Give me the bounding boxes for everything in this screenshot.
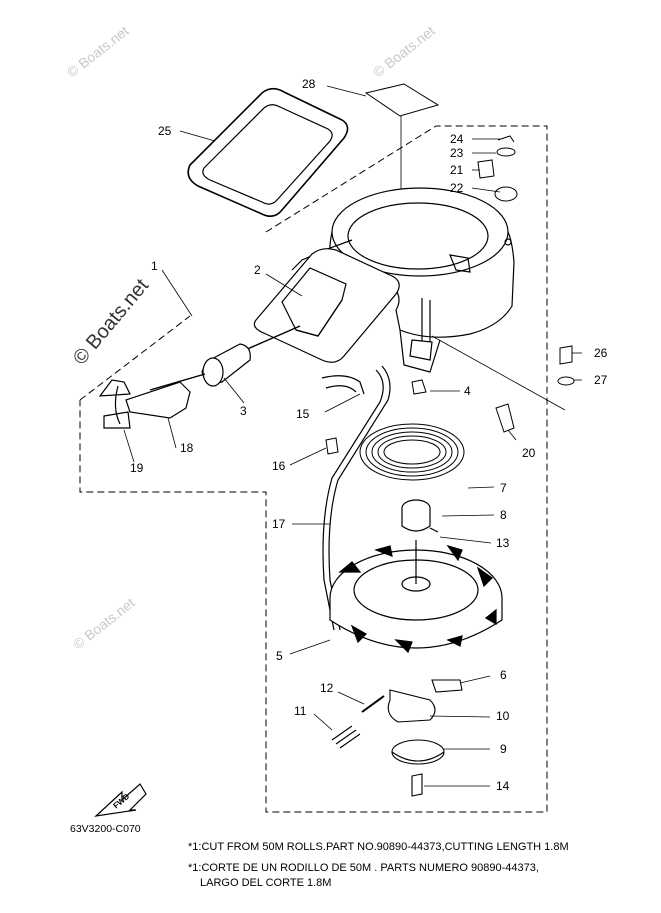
note-line-3: LARGO DEL CORTE 1.8M xyxy=(200,877,332,889)
watermark-large: © Boats.net xyxy=(69,274,153,369)
part-21 xyxy=(477,159,495,179)
sheave-drum-5 xyxy=(329,540,503,654)
spring-11 xyxy=(331,725,361,749)
rope-handle-assembly xyxy=(98,325,301,429)
starter-case xyxy=(291,187,515,373)
callout-21: 21 xyxy=(450,163,464,177)
nut-4 xyxy=(411,379,427,395)
spiral-spring-7 xyxy=(359,423,465,481)
pawl-6 xyxy=(431,679,463,693)
callout-3: 3 xyxy=(240,404,247,418)
callout-6: 6 xyxy=(500,668,507,682)
watermark-top-right: © Boats.net xyxy=(370,23,438,81)
callout-10: 10 xyxy=(496,709,510,723)
note-line-1: *1:CUT FROM 50M ROLLS.PART NO.90890-4437… xyxy=(188,841,569,853)
fwd-arrow: FWD xyxy=(94,783,147,817)
washer-27 xyxy=(557,376,575,386)
note-line-2: *1:CORTE DE UN RODILLO DE 50M . PARTS NU… xyxy=(188,862,539,874)
spring-22 xyxy=(494,186,518,202)
pin-12 xyxy=(361,695,385,713)
handle-2 xyxy=(253,248,400,363)
callout-5: 5 xyxy=(276,649,283,663)
bolt-16 xyxy=(325,437,339,455)
bolt-26 xyxy=(559,345,573,365)
callout-22: 22 xyxy=(450,181,464,195)
callout-8: 8 xyxy=(500,508,507,522)
callout-2: 2 xyxy=(254,263,261,277)
callout-16: 16 xyxy=(272,459,286,473)
callout-9: 9 xyxy=(500,742,507,756)
callout-23: 23 xyxy=(450,146,464,160)
callout-12: 12 xyxy=(320,681,334,695)
assembly-outline xyxy=(79,125,548,813)
callout-4: 4 xyxy=(464,384,471,398)
bushing-8 xyxy=(401,499,439,533)
callout-18: 18 xyxy=(180,441,194,455)
seal-25 xyxy=(187,87,349,218)
callout-28: 28 xyxy=(302,77,316,91)
callout-15: 15 xyxy=(296,407,310,421)
watermark-mid-left: © Boats.net xyxy=(70,595,138,653)
callout-7: 7 xyxy=(500,481,507,495)
callout-13: 13 xyxy=(496,536,510,550)
callout-17: 17 xyxy=(272,517,286,531)
rope-17 xyxy=(321,365,391,631)
callout-26: 26 xyxy=(594,346,608,360)
bolt-14 xyxy=(411,773,423,797)
callouts: 1 2 3 4 5 6 7 8 9 10 11 12 13 14 15 16 1… xyxy=(130,77,608,793)
callout-25: 25 xyxy=(158,124,172,138)
watermark-top-left: © Boats.net xyxy=(64,23,132,81)
callout-14: 14 xyxy=(496,779,510,793)
fasteners xyxy=(325,135,575,455)
callout-1: 1 xyxy=(151,259,158,273)
callout-11: 11 xyxy=(294,704,307,718)
lower-parts xyxy=(331,679,463,797)
clip-20 xyxy=(495,403,515,433)
callout-24: 24 xyxy=(450,132,464,146)
plate-9 xyxy=(391,739,445,765)
callout-19: 19 xyxy=(130,461,144,475)
washer-23 xyxy=(496,147,516,157)
leader-lines xyxy=(123,85,582,787)
diagram-code: 63V3200-C070 xyxy=(70,823,141,835)
part-24 xyxy=(497,135,515,143)
callout-27: 27 xyxy=(594,373,608,387)
pawl-spring-10 xyxy=(387,689,436,723)
callout-20: 20 xyxy=(522,446,536,460)
